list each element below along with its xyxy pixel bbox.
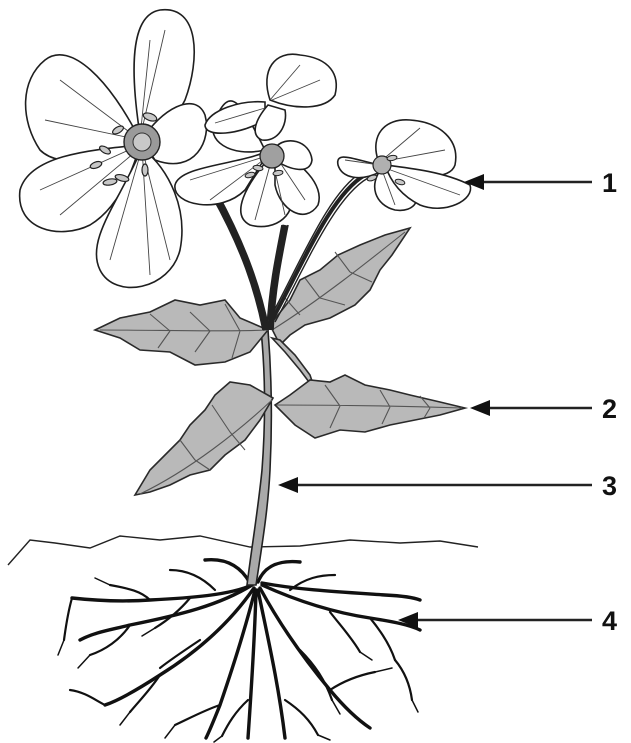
large-flower — [20, 10, 207, 288]
callout-4-number: 4 — [602, 606, 617, 636]
callout-2-number: 2 — [602, 394, 617, 424]
callout-1-number: 1 — [602, 168, 617, 198]
plant-roots — [58, 560, 420, 742]
callout-2-arrowhead — [470, 400, 490, 416]
lower-leaves — [135, 375, 465, 495]
callout-1: 1 — [464, 168, 617, 198]
upper-flower — [205, 54, 336, 140]
callout-4: 4 — [398, 606, 617, 636]
callout-3-arrowhead — [278, 477, 298, 493]
right-flower — [338, 120, 471, 211]
callout-2: 2 — [470, 394, 617, 424]
ground-line — [8, 536, 478, 565]
callout-3: 3 — [278, 471, 617, 501]
callout-3-number: 3 — [602, 471, 617, 501]
